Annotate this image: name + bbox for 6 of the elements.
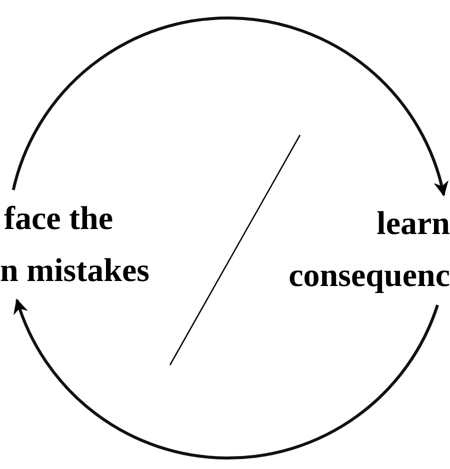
cycle-label: n mistakes <box>0 252 150 291</box>
curved-arrow <box>12 16 448 196</box>
cycle-label: consequenc <box>288 257 450 296</box>
curved-arrow <box>14 298 439 460</box>
cycle-label: learn <box>376 205 450 244</box>
cycle-label: face the <box>3 200 114 239</box>
